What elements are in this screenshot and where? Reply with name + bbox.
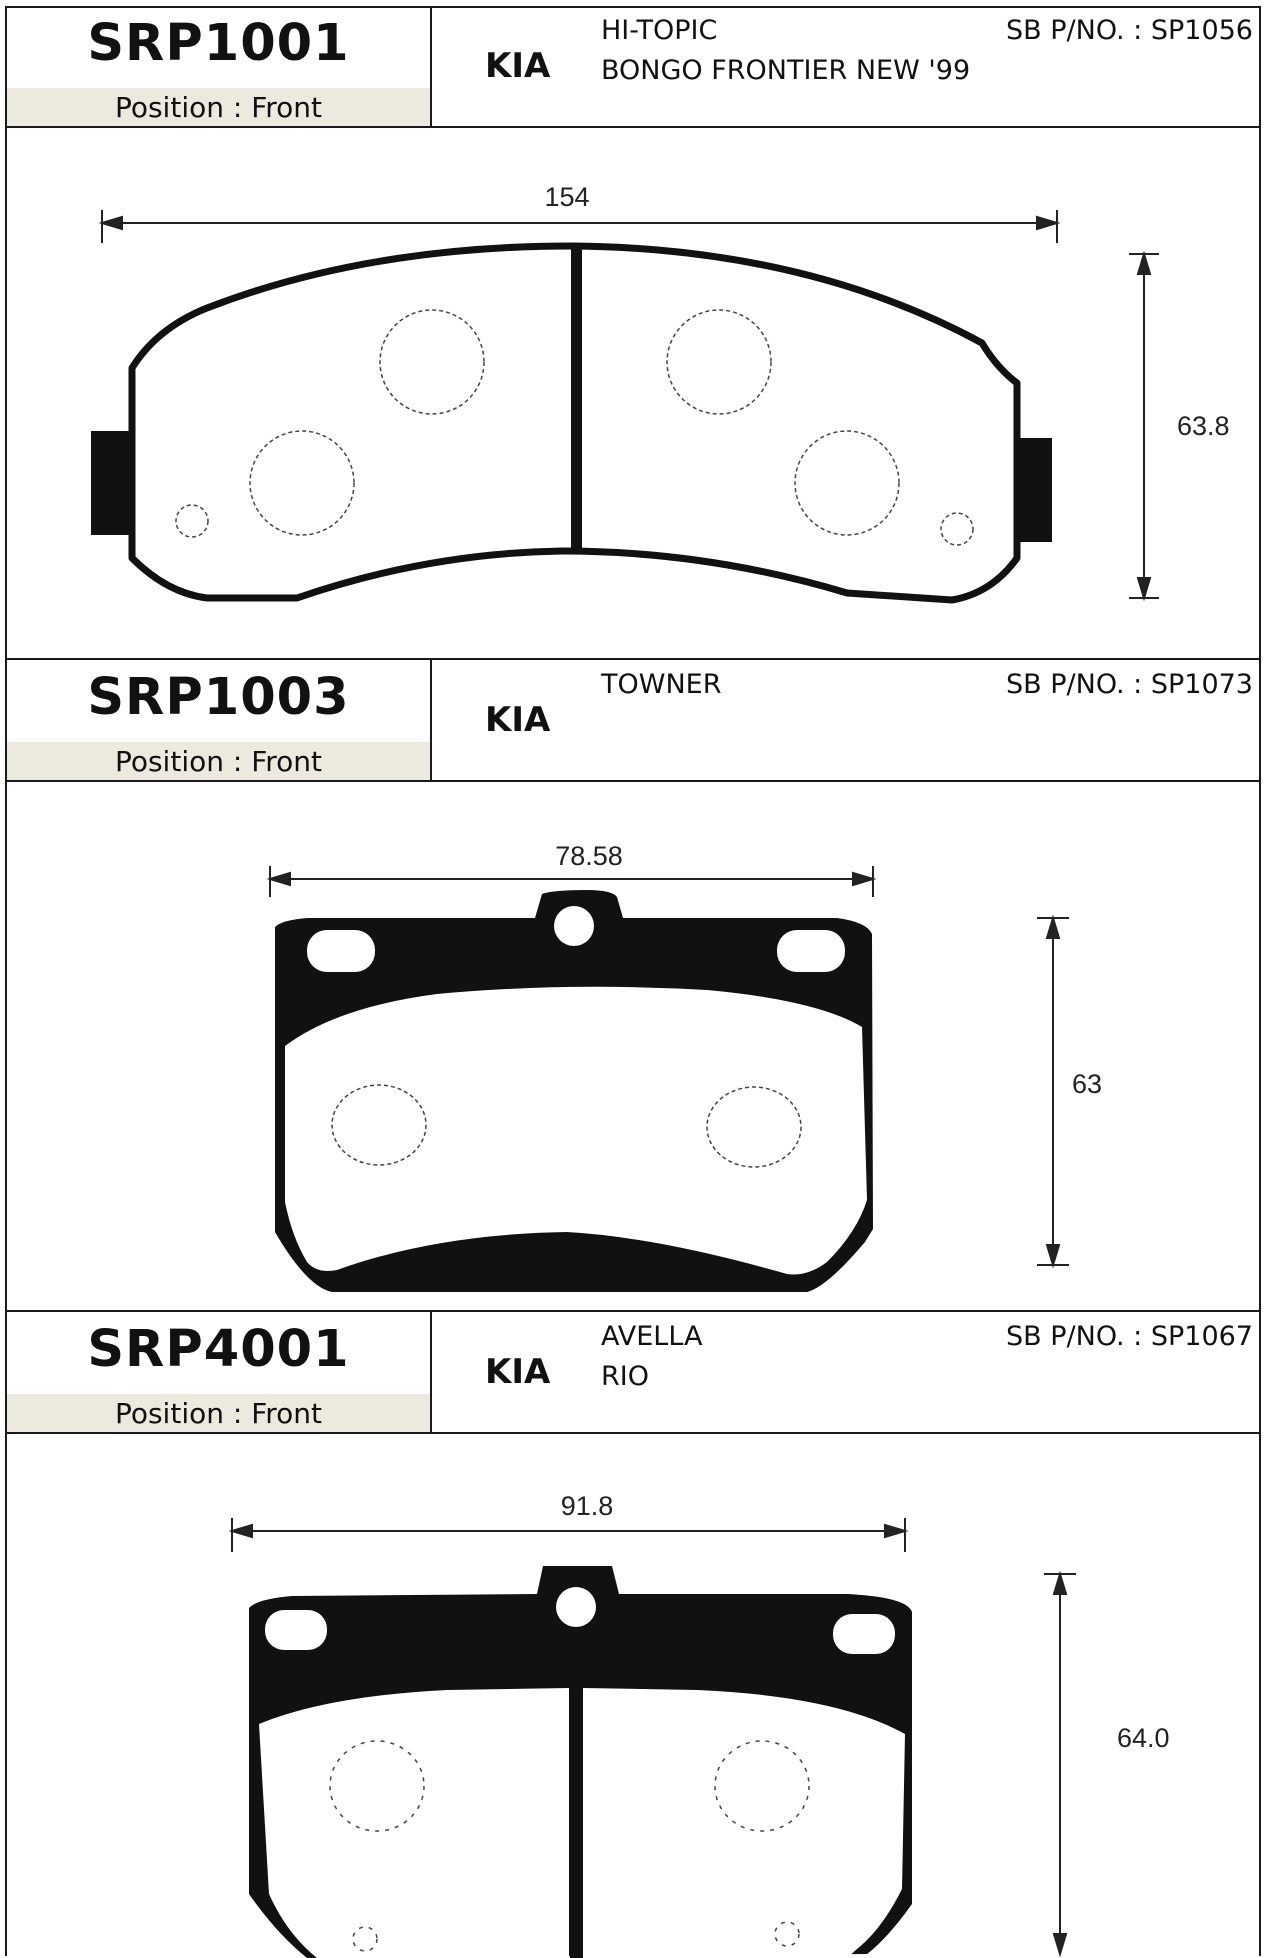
clip-hole — [556, 1587, 596, 1627]
vehicle-model: AVELLA — [601, 1321, 703, 1352]
position-label: Position : Front — [7, 1394, 430, 1434]
rivet-holes — [331, 1084, 802, 1168]
friction-material-right — [583, 1688, 905, 1958]
part-number: SRP4001 — [87, 1320, 350, 1379]
part-number-cell: SRP4001 Position : Front — [7, 1312, 432, 1434]
width-dimension: 91.8 — [561, 1491, 614, 1521]
part-number-cell: SRP1001 Position : Front — [7, 6, 432, 128]
divider — [5, 1432, 1261, 1434]
brake-pad-drawing-srp4001: 91.8 64.0 — [228, 1491, 1170, 1958]
part-number: SRP1001 — [87, 14, 350, 73]
mounting-slot — [777, 930, 845, 972]
divider — [5, 658, 1261, 660]
brand-name: KIA — [485, 1352, 551, 1392]
part-number-cell: SRP1003 Position : Front — [7, 660, 432, 782]
rivet-holes — [329, 1740, 810, 1952]
height-dimension: 63.8 — [1177, 411, 1230, 441]
sb-part-number: SB P/NO. : SP1056 — [1006, 15, 1253, 46]
position-label: Position : Front — [7, 742, 430, 782]
divider — [5, 1310, 1261, 1312]
brake-pad-drawing-srp1003: 78.58 63 — [266, 841, 1102, 1292]
entry-header-srp1001: SRP1001 Position : Front KIA HI-TOPIC BO… — [5, 6, 1261, 128]
brand-name: KIA — [485, 46, 551, 86]
part-number: SRP1003 — [87, 668, 350, 727]
height-dimension-line — [1037, 914, 1069, 1269]
width-dimension-line — [266, 866, 877, 897]
height-dimension: 63 — [1072, 1069, 1102, 1099]
mounting-slot — [265, 1610, 327, 1650]
rivet-holes — [175, 309, 974, 546]
height-dimension-line — [1129, 250, 1159, 602]
width-dimension: 78.58 — [555, 841, 623, 871]
vehicle-model-secondary: BONGO FRONTIER NEW '99 — [601, 55, 971, 86]
clip-hole — [554, 906, 594, 946]
height-dimension-line — [1044, 1570, 1076, 1958]
divider — [5, 780, 1261, 782]
friction-material-left — [259, 1688, 569, 1958]
entry-header-srp4001: SRP4001 Position : Front KIA AVELLA RIO … — [5, 1312, 1261, 1434]
pad-center-slot — [570, 1688, 583, 1958]
catalog-sheet — [5, 6, 1261, 1956]
width-dimension-line — [228, 1518, 909, 1552]
vehicle-model: HI-TOPIC — [601, 15, 718, 46]
brand-name: KIA — [485, 700, 551, 740]
height-dimension: 64.0 — [1117, 1723, 1170, 1753]
position-label: Position : Front — [7, 88, 430, 128]
vehicle-model-secondary: RIO — [601, 1361, 649, 1392]
vehicle-model: TOWNER — [601, 669, 722, 700]
mounting-slot — [833, 1614, 895, 1654]
sb-part-number: SB P/NO. : SP1067 — [1006, 1321, 1253, 1352]
friction-material — [285, 986, 867, 1275]
width-dimension-line — [98, 210, 1061, 243]
pad-center-slot — [571, 246, 582, 554]
divider — [5, 126, 1261, 128]
entry-header-srp1003: SRP1003 Position : Front KIA TOWNER SB P… — [5, 660, 1261, 782]
brake-pad-drawing-srp1001: 154 63.8 — [91, 182, 1230, 604]
sb-part-number: SB P/NO. : SP1073 — [1006, 669, 1253, 700]
mounting-slot — [307, 930, 375, 972]
width-dimension: 154 — [544, 182, 589, 212]
